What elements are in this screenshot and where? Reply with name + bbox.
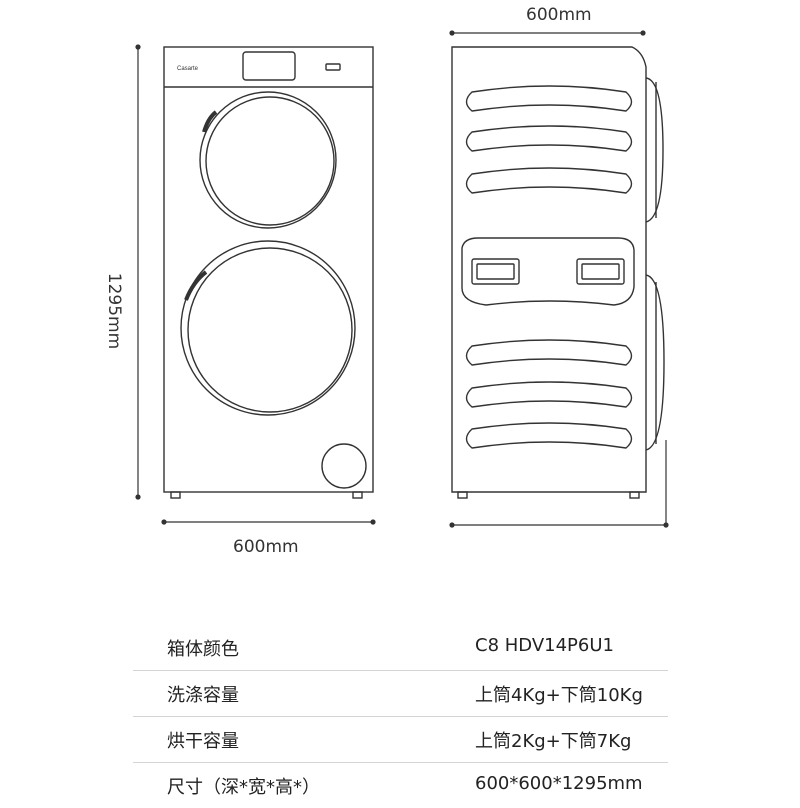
vent-4 — [465, 339, 633, 366]
front-cabinet — [163, 46, 374, 493]
brand-logo: Casarte — [177, 66, 199, 72]
dimension-lines — [137, 32, 667, 526]
vent-5 — [465, 381, 633, 408]
side-depth-label: 600mm — [526, 5, 592, 25]
dimension-drawing: Casarte — [135, 30, 669, 528]
spec-row-size: 尺寸（深*宽*高*） 600*600*1295mm — [133, 763, 668, 808]
spec-value: 上筒2Kg+下筒7Kg — [475, 731, 632, 752]
lower-door-profile — [645, 274, 665, 451]
front-width-label: 600mm — [233, 537, 299, 557]
spec-row-dry-capacity: 烘干容量 上筒2Kg+下筒7Kg — [133, 717, 668, 763]
side-foot-right — [629, 491, 640, 499]
upper-door-profile — [645, 77, 664, 223]
front-foot-right — [352, 491, 363, 499]
spec-label: 洗涤容量 — [167, 685, 239, 706]
vent-3 — [465, 167, 633, 194]
power-button — [325, 63, 341, 71]
vent-6 — [465, 422, 633, 449]
upper-drum-door — [199, 91, 337, 229]
side-cabinet — [451, 46, 647, 493]
spec-value: C8 HDV14P6U1 — [475, 635, 614, 656]
upper-drum-glass — [205, 96, 335, 226]
spec-value: 上筒4Kg+下筒10Kg — [475, 685, 643, 706]
side-view — [451, 46, 665, 499]
spec-label: 尺寸（深*宽*高*） — [167, 777, 320, 798]
lower-drum-door — [180, 240, 356, 416]
spec-label: 箱体颜色 — [167, 639, 239, 660]
height-label: 1295mm — [104, 272, 124, 350]
spec-value: 600*600*1295mm — [475, 773, 643, 794]
vent-2 — [465, 125, 633, 152]
filter-cap — [321, 443, 367, 489]
front-view — [163, 46, 374, 499]
spec-label: 烘干容量 — [167, 731, 239, 752]
handle-left — [471, 258, 520, 285]
handle-right — [576, 258, 625, 285]
lower-drum-glass — [187, 247, 353, 413]
handle-panel — [461, 237, 635, 306]
spec-table: 箱体颜色 C8 HDV14P6U1 洗涤容量 上筒4Kg+下筒10Kg 烘干容量… — [133, 625, 668, 808]
spec-row-wash-capacity: 洗涤容量 上筒4Kg+下筒10Kg — [133, 671, 668, 717]
spec-row-color: 箱体颜色 C8 HDV14P6U1 — [133, 625, 668, 671]
display-screen — [242, 51, 296, 81]
front-foot-left — [170, 491, 181, 499]
vent-1 — [465, 85, 633, 112]
side-foot-left — [457, 491, 468, 499]
